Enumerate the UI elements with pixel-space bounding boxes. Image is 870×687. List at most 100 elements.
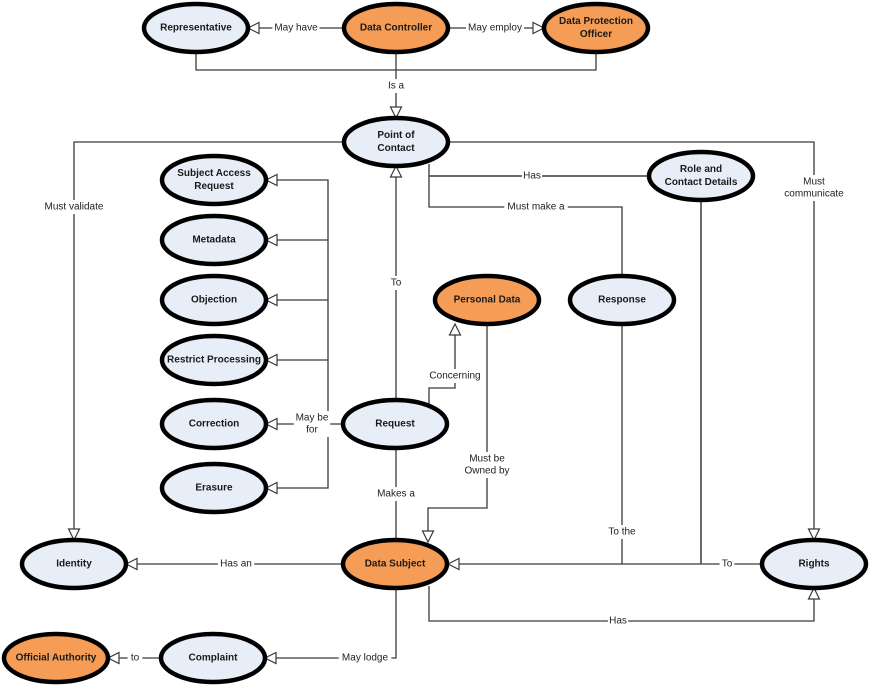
edge-label-concerning: Concerning: [426, 369, 484, 383]
edge-label-background: [383, 79, 409, 93]
edge-label-background: [782, 175, 846, 201]
edge-label-to-rights: To: [719, 557, 735, 571]
node-ellipse[interactable]: [159, 273, 269, 327]
node-data-controller[interactable]: Data Controller: [341, 1, 451, 55]
arrowhead-to-poc-icon: [389, 164, 403, 178]
node-label: Request: [194, 181, 234, 192]
arrowhead-may-lodge-icon: [263, 651, 277, 665]
edge-label-has-role: Has: [521, 169, 543, 183]
node-complaint[interactable]: Complaint: [158, 631, 268, 685]
edge-label-background: [388, 276, 404, 290]
arrowhead-may-be-for-branch-icon: [264, 233, 278, 247]
arrowhead-may-employ-icon: [532, 21, 546, 35]
node-label: Official Authority: [16, 653, 97, 664]
node-ellipse[interactable]: [341, 1, 451, 55]
node-ellipse[interactable]: [759, 537, 869, 591]
arrowhead-must-communicate-icon: [807, 528, 821, 542]
edge-label-background: [217, 557, 255, 571]
node-ellipse[interactable]: [432, 273, 542, 327]
connector-must-validate: [73, 141, 344, 540]
node-rights[interactable]: Rights: [759, 537, 869, 591]
node-data-subject[interactable]: Data Subject: [340, 537, 450, 591]
node-label: Contact: [377, 143, 415, 154]
node-request[interactable]: Request: [340, 397, 450, 451]
node-ellipse[interactable]: [341, 115, 451, 169]
node-erasure[interactable]: Erasure: [159, 461, 269, 515]
edge-label-background: [293, 411, 331, 437]
node-representative[interactable]: Representative: [141, 1, 251, 55]
node-label: Objection: [191, 295, 237, 306]
node-personal-data[interactable]: Personal Data: [432, 273, 542, 327]
arrowhead-may-be-for-branch-icon: [264, 353, 278, 367]
arrowhead-to-authority-icon: [106, 651, 120, 665]
edge-label-may-have: May have: [272, 21, 320, 35]
node-label: Correction: [189, 419, 240, 430]
node-label: Rights: [798, 559, 830, 570]
arrowhead-has-an-icon: [124, 557, 138, 571]
arrowhead-is-a-icon: [389, 106, 403, 120]
edge-label-background: [272, 21, 320, 35]
edge-label-text: Owned by: [464, 466, 509, 477]
node-ellipse[interactable]: [158, 631, 268, 685]
node-ellipse[interactable]: [159, 397, 269, 451]
connector-may-be-for-branch: [266, 424, 329, 489]
edge-label-background: [463, 452, 511, 478]
edge-label-text: Is a: [388, 81, 405, 92]
node-ellipse[interactable]: [541, 1, 651, 55]
connector-must-communicate: [448, 141, 815, 540]
edge-label-is-a: Is a: [383, 79, 409, 93]
edge-label-background: [36, 200, 112, 214]
node-identity[interactable]: Identity: [19, 537, 129, 591]
node-ellipse[interactable]: [141, 1, 251, 55]
arrowhead-must-validate-icon: [67, 528, 81, 542]
edge-label-text: for: [306, 425, 318, 436]
arrowhead-must-be-owned-by-icon: [421, 530, 435, 544]
edge-label-background: [127, 651, 143, 665]
edge-label-text: To: [391, 278, 402, 289]
node-ellipse[interactable]: [159, 461, 269, 515]
node-ellipse[interactable]: [567, 273, 677, 327]
node-ellipse[interactable]: [1, 631, 111, 685]
edge-label-background: [375, 487, 417, 501]
edge-label-text: May lodge: [342, 653, 389, 664]
edge-label-makes-a: Makes a: [375, 487, 417, 501]
node-metadata[interactable]: Metadata: [159, 213, 269, 267]
edge-label-text: to: [131, 653, 140, 664]
node-official-authority[interactable]: Official Authority: [1, 631, 111, 685]
node-ellipse[interactable]: [19, 537, 129, 591]
node-ellipse[interactable]: [646, 149, 756, 203]
node-ellipse[interactable]: [159, 153, 269, 207]
node-ellipse[interactable]: [340, 537, 450, 591]
node-objection[interactable]: Objection: [159, 273, 269, 327]
edge-label-must-make-a: Must make a: [504, 200, 568, 214]
edge-label-has-rights: Has: [607, 614, 629, 628]
edge-label-text: To the: [608, 527, 636, 538]
node-label: Officer: [580, 29, 612, 40]
edge-label-background: [521, 169, 543, 183]
edge-label-must-validate: Must validate: [36, 200, 112, 214]
node-label: Erasure: [195, 483, 233, 494]
node-ellipse[interactable]: [159, 213, 269, 267]
node-label: Representative: [160, 23, 232, 34]
edge-label-background: [719, 557, 735, 571]
connector-must-be-owned-by: [427, 324, 488, 542]
node-response[interactable]: Response: [567, 273, 677, 327]
edge-label-text: Has an: [220, 559, 252, 570]
arrowhead-may-be-for-icon: [264, 417, 278, 431]
node-label: Data Subject: [365, 559, 426, 570]
edge-label-to-poc: To: [388, 276, 404, 290]
node-restrict-processing[interactable]: Restrict Processing: [159, 333, 269, 387]
edge-label-to-the: To the: [603, 525, 641, 539]
edge-label-to-authority: to: [127, 651, 143, 665]
node-ellipse[interactable]: [340, 397, 450, 451]
node-ellipse[interactable]: [159, 333, 269, 387]
node-correction[interactable]: Correction: [159, 397, 269, 451]
